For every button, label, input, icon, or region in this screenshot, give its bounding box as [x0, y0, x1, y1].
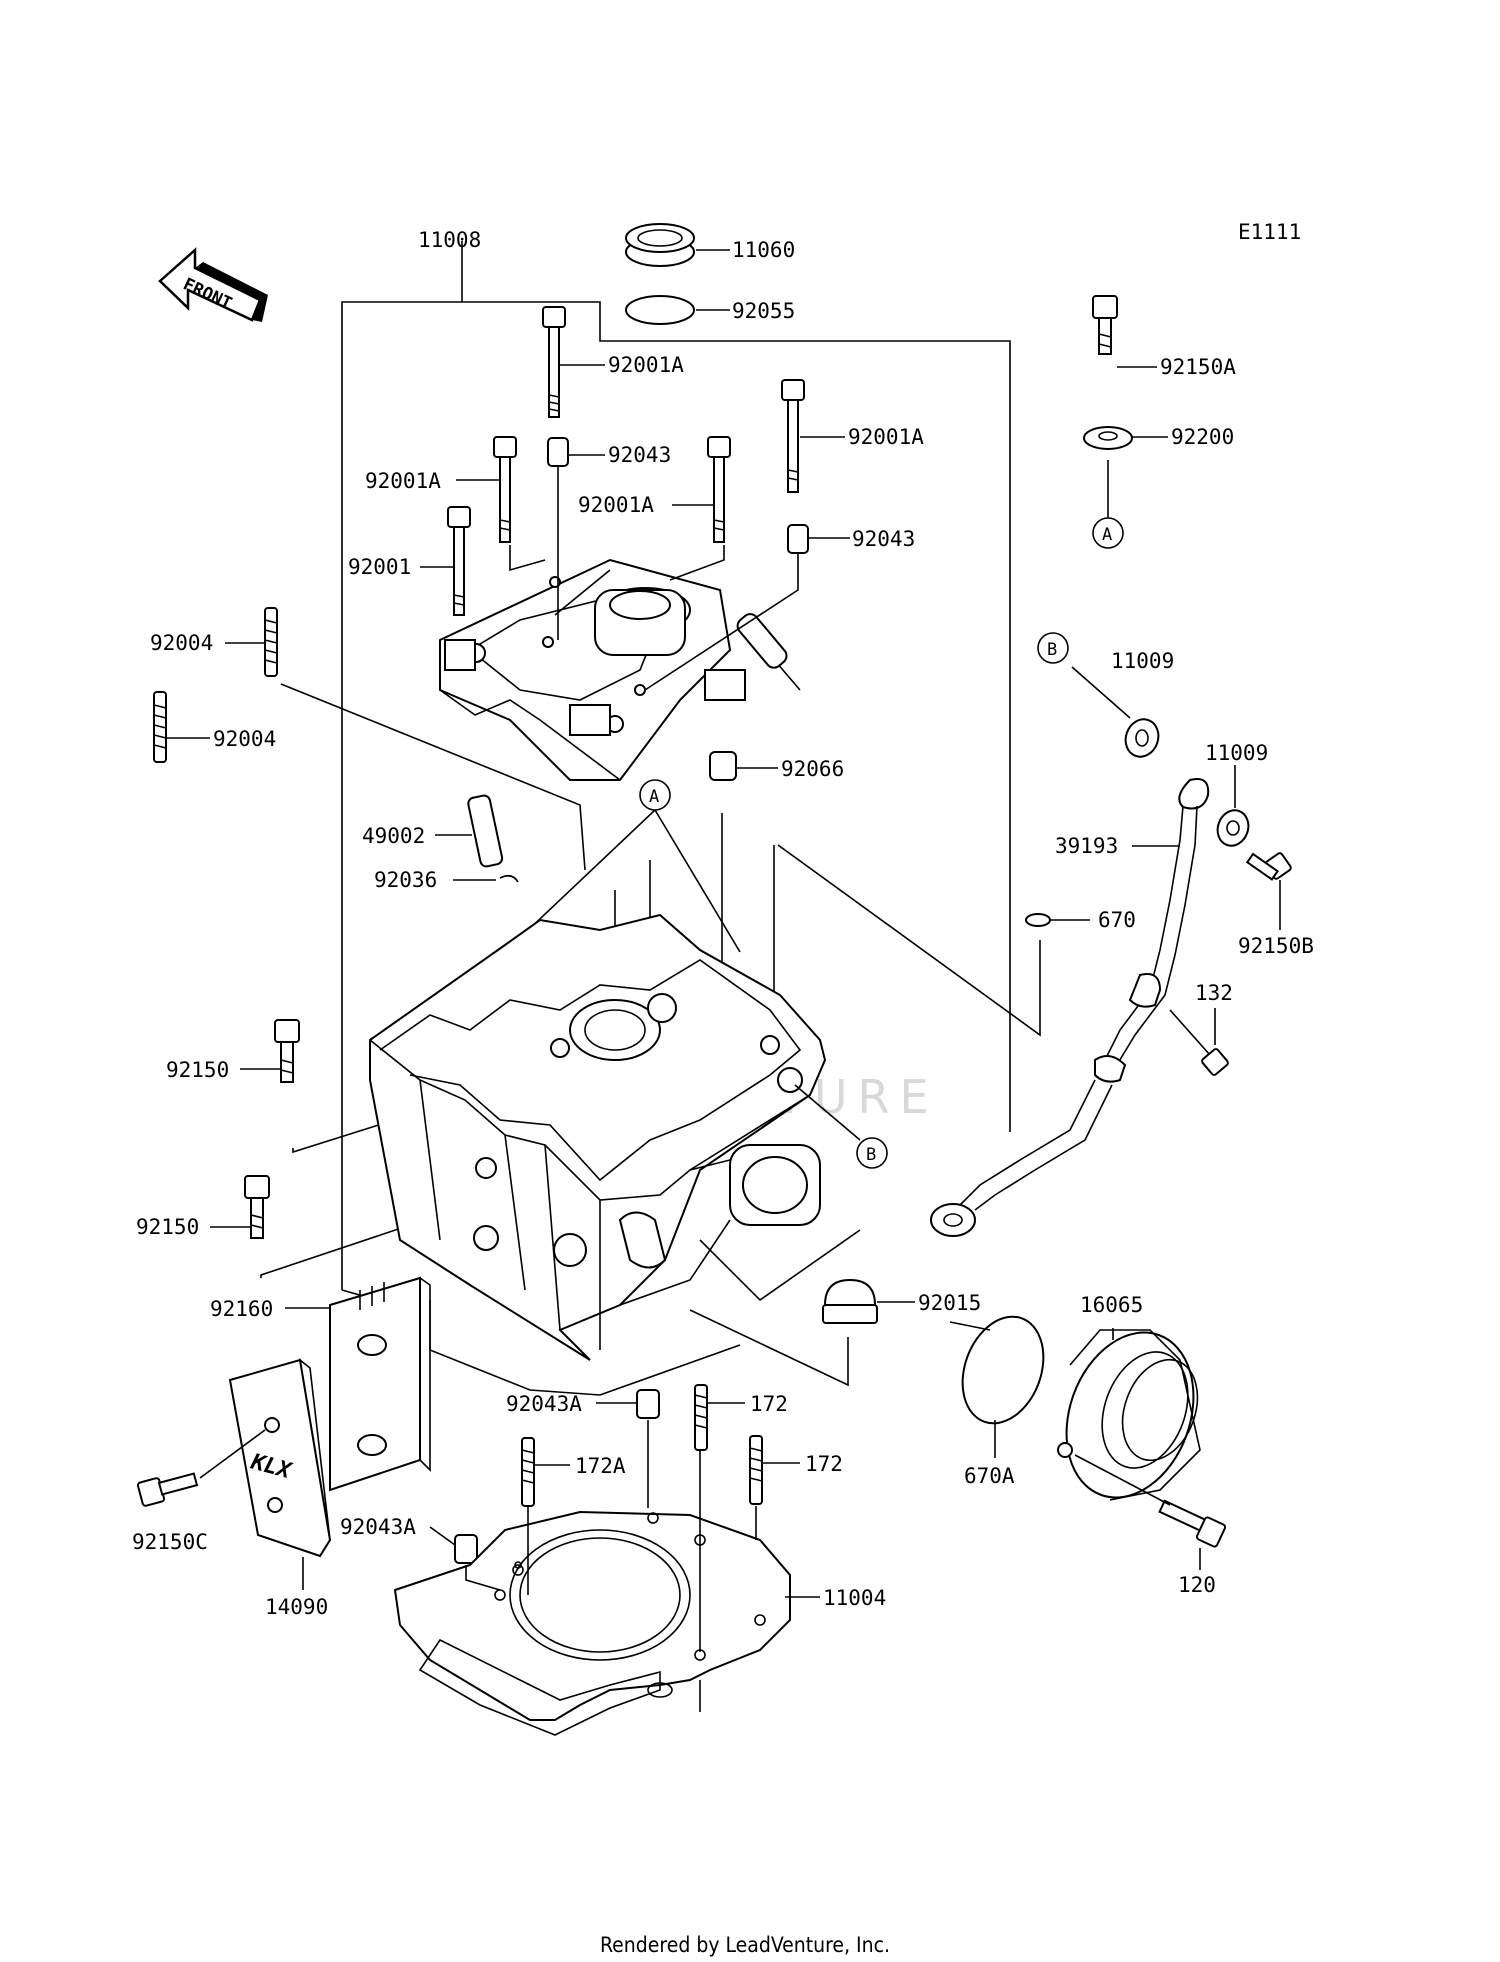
label-132: 132	[1195, 981, 1233, 1005]
callout-a-head: A	[639, 779, 671, 811]
label-14090: 14090	[265, 1595, 328, 1619]
label-11008: 11008	[418, 228, 481, 252]
washer-11009-upper	[1124, 718, 1160, 758]
bolt-92001A-center	[707, 436, 731, 543]
part-labels: 11060 92055 11008 92001A 92043 92001A 92…	[132, 228, 1314, 1619]
oil-pipe-39193	[930, 778, 1210, 1237]
svg-text:A: A	[649, 787, 659, 807]
stud-92004-lower	[153, 691, 167, 763]
cap-nut-92015	[822, 1278, 878, 1324]
label-92150-lower: 92150	[136, 1215, 199, 1239]
label-92043A-lower: 92043A	[340, 1515, 416, 1539]
label-92001A-left: 92001A	[365, 469, 441, 493]
label-92043A-upper: 92043A	[506, 1392, 582, 1416]
svg-text:A: A	[1102, 525, 1112, 545]
label-92001A-top: 92001A	[608, 353, 684, 377]
bolt-92150B	[1245, 852, 1292, 881]
label-92066: 92066	[781, 757, 844, 781]
guide-49002	[467, 794, 504, 868]
washer-11009-lower	[1216, 809, 1250, 847]
stud-172-lower	[749, 1435, 763, 1505]
label-11009-lower: 11009	[1205, 741, 1268, 765]
carb-holder-16065	[1057, 1329, 1201, 1501]
label-92150B: 92150B	[1238, 934, 1314, 958]
dowel-92043A-upper	[636, 1389, 660, 1419]
callout-b-head: B	[856, 1137, 888, 1169]
label-11060: 11060	[732, 238, 795, 262]
label-92001: 92001	[348, 555, 411, 579]
label-172-lower: 172	[805, 1452, 843, 1476]
label-92015: 92015	[918, 1291, 981, 1315]
label-92200: 92200	[1171, 425, 1234, 449]
stud-172A	[521, 1437, 535, 1507]
label-92004-upper: 92004	[150, 631, 213, 655]
cylinder-head	[369, 913, 827, 1361]
bolt-92150C	[136, 1472, 199, 1507]
bolt-92150-lower	[244, 1175, 270, 1239]
washer-92200	[1083, 426, 1133, 450]
bolt-132	[1169, 1009, 1229, 1076]
bolt-92150A	[1092, 295, 1118, 355]
diagram-code: E1111	[1238, 220, 1301, 244]
oring-670	[1025, 913, 1051, 927]
oring-670A	[961, 1315, 1045, 1425]
label-92043-right: 92043	[852, 527, 915, 551]
guard-14090: KLX	[228, 1358, 332, 1558]
label-49002: 49002	[362, 824, 425, 848]
head-gasket-11004	[393, 1510, 791, 1736]
callout-a-upper: A	[1092, 517, 1124, 549]
insulator-92160	[329, 1276, 431, 1492]
label-92150C: 92150C	[132, 1530, 208, 1554]
label-92150-upper: 92150	[166, 1058, 229, 1082]
bolt-92001	[447, 506, 471, 616]
label-172-upper: 172	[750, 1392, 788, 1416]
bolt-120	[1158, 1499, 1227, 1548]
cap-92066	[709, 751, 737, 781]
label-120: 120	[1178, 1573, 1216, 1597]
label-92055: 92055	[732, 299, 795, 323]
stud-172-upper	[694, 1384, 708, 1451]
bolt-92150-upper	[274, 1019, 300, 1083]
footer-credit: Rendered by LeadVenture, Inc.	[600, 1933, 890, 1957]
label-11009-upper: 11009	[1111, 649, 1174, 673]
label-172A: 172A	[575, 1454, 626, 1478]
label-92001A-right: 92001A	[848, 425, 924, 449]
label-92001A-center: 92001A	[578, 493, 654, 517]
leader-lines	[260, 241, 1041, 1396]
dowel-92043-right	[787, 524, 809, 554]
dowel-92043A-lower	[454, 1534, 478, 1564]
bolt-92001A-left	[493, 436, 517, 543]
label-92004-lower: 92004	[213, 727, 276, 751]
oring-92055	[625, 295, 695, 325]
stud-92004-upper	[264, 607, 278, 677]
label-670A: 670A	[964, 1464, 1015, 1488]
label-92036: 92036	[374, 868, 437, 892]
dowel-92043-left	[547, 437, 569, 467]
front-arrow-icon: FRONT	[158, 247, 268, 322]
label-11004: 11004	[823, 1586, 886, 1610]
svg-text:B: B	[866, 1145, 876, 1165]
label-92150A: 92150A	[1160, 355, 1236, 379]
seal-11060	[625, 223, 695, 267]
label-16065: 16065	[1080, 1293, 1143, 1317]
label-670: 670	[1098, 908, 1136, 932]
label-92043-left: 92043	[608, 443, 671, 467]
bolt-92001A-right	[781, 379, 805, 493]
clip-92036	[499, 874, 519, 883]
rocker-cap-assembly	[439, 558, 801, 781]
label-92160: 92160	[210, 1297, 273, 1321]
svg-text:B: B	[1047, 640, 1057, 660]
bolt-92001A-top	[542, 306, 566, 418]
label-39193: 39193	[1055, 834, 1118, 858]
callout-b-upper: B	[1037, 632, 1069, 664]
